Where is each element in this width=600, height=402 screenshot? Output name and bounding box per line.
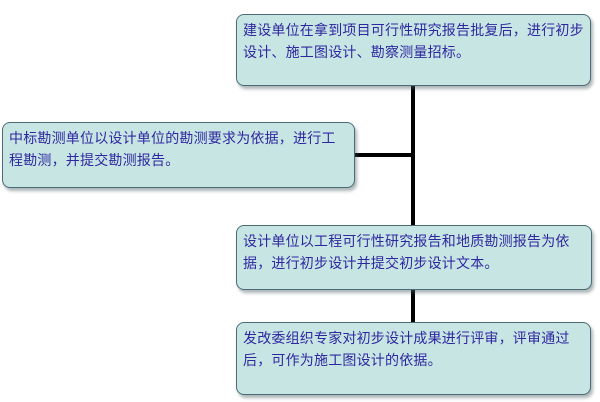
step-box-review-text: 发改委组织专家对初步设计成果进行评审，评审通过后，可作为施工图设计的依据。	[243, 331, 570, 369]
step-box-preliminary-design-text: 设计单位以工程可行性研究报告和地质勘测报告为依据，进行初步设计并提交初步设计文本…	[243, 234, 570, 272]
step-box-survey-text: 中标勘测单位以设计单位的勘测要求为依据，进行工程勘测，并提交勘测报告。	[9, 131, 336, 169]
step-box-review: 发改委组织专家对初步设计成果进行评审，评审通过后，可作为施工图设计的依据。	[236, 322, 591, 395]
step-box-preliminary-design: 设计单位以工程可行性研究报告和地质勘测报告为依据，进行初步设计并提交初步设计文本…	[236, 225, 592, 290]
step-box-survey: 中标勘测单位以设计单位的勘测要求为依据，进行工程勘测，并提交勘测报告。	[2, 122, 355, 188]
step-box-bidding: 建设单位在拿到项目可行性研究报告批复后，进行初步设计、施工图设计、勘察测量招标。	[236, 14, 591, 86]
step-box-bidding-text: 建设单位在拿到项目可行性研究报告批复后，进行初步设计、施工图设计、勘察测量招标。	[243, 23, 584, 61]
